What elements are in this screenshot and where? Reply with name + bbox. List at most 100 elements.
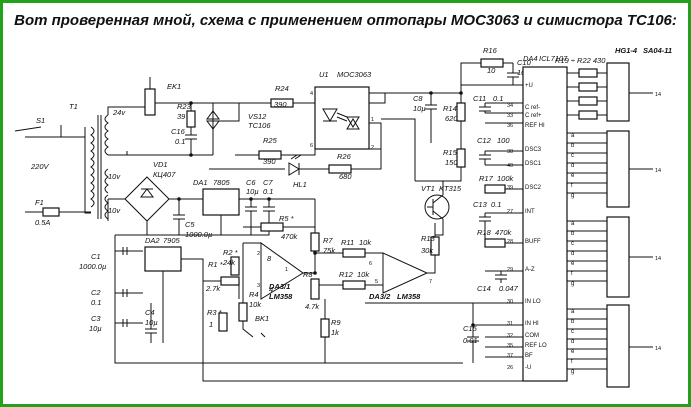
c7-value: 0.1: [263, 187, 273, 196]
trimmer-r8: [310, 278, 320, 300]
r12-label: R12: [339, 270, 354, 279]
resistor-r15: [456, 148, 466, 168]
seg-g-1: g: [571, 193, 574, 199]
seg-b-3: b: [571, 319, 575, 325]
transformer-t1: T1 24v 10v 10v: [69, 102, 143, 220]
vd1-type: КЦ407: [153, 170, 176, 179]
snubber-r23-c16: R23 39 C16 0.1: [127, 101, 213, 157]
c3-value: 10µ: [89, 324, 102, 333]
r4-value: 10k: [249, 300, 262, 309]
vt1-label: VT1: [421, 184, 435, 193]
r7-label: R7: [323, 236, 333, 245]
r16-label: R16: [483, 46, 498, 55]
resistor-r3: [218, 312, 228, 332]
resistor-r18: [484, 238, 506, 248]
triac-vs12: VS12 TC106: [206, 103, 271, 155]
vs12-label: VS12: [248, 112, 267, 121]
r26-label: R26: [337, 152, 352, 161]
da4-pin36: 36: [507, 123, 513, 129]
c12-value: 100: [497, 136, 510, 145]
fuse-f1: [42, 207, 60, 217]
r14-value: 620: [445, 114, 458, 123]
r3-value: 1: [209, 320, 213, 329]
da31-pin8: 8: [267, 254, 272, 263]
opamp-da3-1: 2 3 1 8 4 DA3/1 LM358 R4 10k R5 * 470k B…: [238, 214, 317, 338]
u1-pin4: 4: [310, 91, 313, 97]
pin-dsc2: DSC2: [525, 185, 542, 191]
da4-pin33: 33: [507, 113, 513, 119]
da4-pin28: 28: [507, 239, 513, 245]
pin-neg-u: -U: [525, 365, 531, 371]
c4-label: C4: [145, 308, 155, 317]
r11-label: R11: [341, 238, 354, 247]
da31-label: DA3/1: [269, 282, 290, 291]
resistor-r16: [480, 58, 504, 68]
da31-pin4: 4: [269, 285, 273, 294]
da4-pin35: 35: [507, 343, 513, 349]
r23-label: R23: [177, 102, 192, 111]
resistor-r9: [320, 318, 330, 338]
opamp-da3-2: 6 5 7 DA3/2 LM358 R11 10k R12 10k R13 30…: [315, 223, 473, 304]
seg-e-1: e: [571, 173, 575, 179]
c12-label: C12: [477, 136, 492, 145]
da4-type: ICL7107: [539, 54, 568, 63]
c4-value: 10µ: [145, 318, 158, 327]
r15-label: R15: [443, 148, 458, 157]
da1-label: DA1: [193, 178, 208, 187]
pin-pos-u: +U: [525, 83, 533, 89]
seg-g-3: g: [571, 369, 574, 375]
resistor-r14: [456, 102, 466, 122]
u1-label: U1: [319, 70, 329, 79]
r17-value: 100k: [497, 174, 515, 183]
seg-c-1: c: [571, 153, 574, 159]
da2-type: 7905: [163, 236, 181, 245]
seg-a-1: a: [571, 133, 575, 139]
c11-value: 0.1: [493, 94, 503, 103]
da2-label: DA2: [145, 236, 160, 245]
t1-label: T1: [69, 102, 78, 111]
c7-label: C7: [263, 178, 273, 187]
resistor-r26: [328, 164, 352, 174]
v10a-label: 10v: [108, 172, 121, 181]
vd1-label: VD1: [153, 160, 168, 169]
c2-label: C2: [91, 288, 101, 297]
c11-label: C11: [473, 94, 486, 103]
da4-pin34: 34: [507, 103, 513, 109]
r19-r22-label: R19 ÷ R22 430: [555, 56, 606, 65]
c14-value: 0.047: [499, 284, 519, 293]
bk1-label: BK1: [255, 314, 269, 323]
pin-dsc3: DSC3: [525, 147, 542, 153]
seg-e-3: e: [571, 349, 575, 355]
da32-label: DA3/2: [369, 292, 391, 301]
resistor-r7: [310, 232, 320, 252]
r14-label: R14: [443, 104, 457, 113]
r8-value: 4.7k: [305, 302, 320, 311]
r3-label: R3 *: [207, 308, 223, 317]
f1-value: 0.5A: [35, 218, 50, 227]
mains-input: S1 220V F1 0.5A: [14, 116, 91, 227]
c1-value: 1000.0µ: [79, 262, 106, 271]
c16-label: C16: [171, 127, 186, 136]
pin-com: COM: [525, 333, 539, 339]
resistor-r5: [260, 222, 284, 232]
c6-value: 10µ: [246, 187, 259, 196]
resistors-r19-r22: R19 ÷ R22 430: [555, 56, 606, 120]
resistor-r11: [342, 248, 366, 258]
r24-value: 390: [274, 100, 287, 109]
da32-pin5: 5: [375, 279, 378, 285]
da31-pin2: 2: [257, 251, 260, 257]
da4-pin38: 38: [507, 149, 513, 155]
resistor-r4: [238, 302, 248, 322]
c13-label: C13: [473, 200, 488, 209]
c5-value: 1000.0µ: [185, 230, 212, 239]
r13-label: R13: [421, 234, 436, 243]
hg3-pin14: 14: [655, 256, 661, 262]
u1-pin1: 1: [371, 117, 374, 123]
r15-value: 150: [445, 158, 458, 167]
r9-label: R9: [331, 318, 341, 327]
r2-label: R2 *: [223, 248, 239, 257]
r18-value: 470k: [495, 228, 513, 237]
r1-value: 2.7k: [205, 284, 221, 293]
bus-lines: [177, 91, 475, 327]
r25-value: 390: [263, 157, 276, 166]
